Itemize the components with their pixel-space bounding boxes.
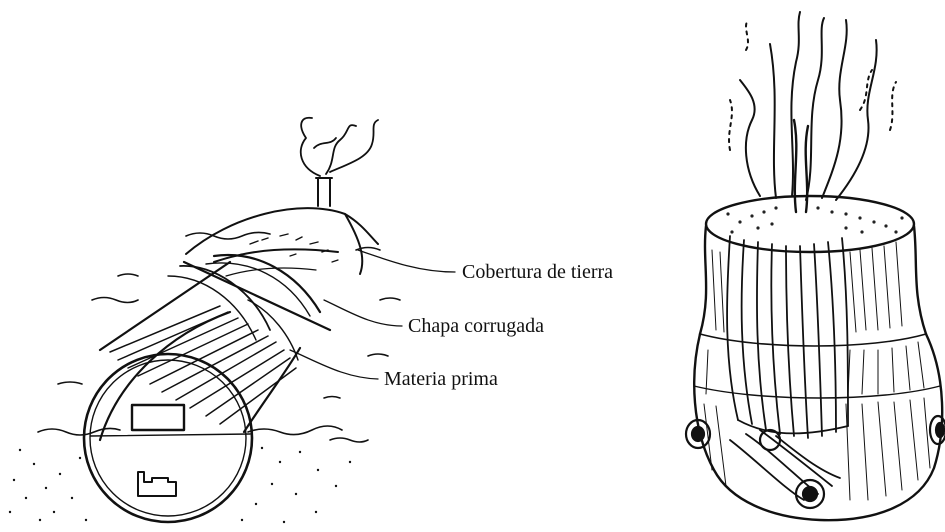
right-smoke [729,12,896,200]
chimney-pipe [316,178,332,206]
label-chapa-corrugada: Chapa corrugada [408,316,544,336]
air-vent [138,472,176,496]
label-cobertura-de-tierra: Cobertura de tierra [462,262,613,282]
kiln-hatching [704,242,930,500]
wood-logs [727,236,848,500]
buried-cylinder-kiln [9,118,455,523]
upright-kiln [686,12,945,520]
kiln-top-stipple [726,206,903,233]
label-materia-prima: Materia prima [384,369,498,389]
earth-cover-mound [186,208,378,276]
air-holes [686,416,945,508]
left-smoke [301,118,378,176]
soil-stipple [9,447,351,523]
corrugated-sheet-cylinder [100,255,330,440]
central-smoke-column [794,120,808,212]
kiln-door [132,405,184,430]
kiln-body [694,196,942,520]
